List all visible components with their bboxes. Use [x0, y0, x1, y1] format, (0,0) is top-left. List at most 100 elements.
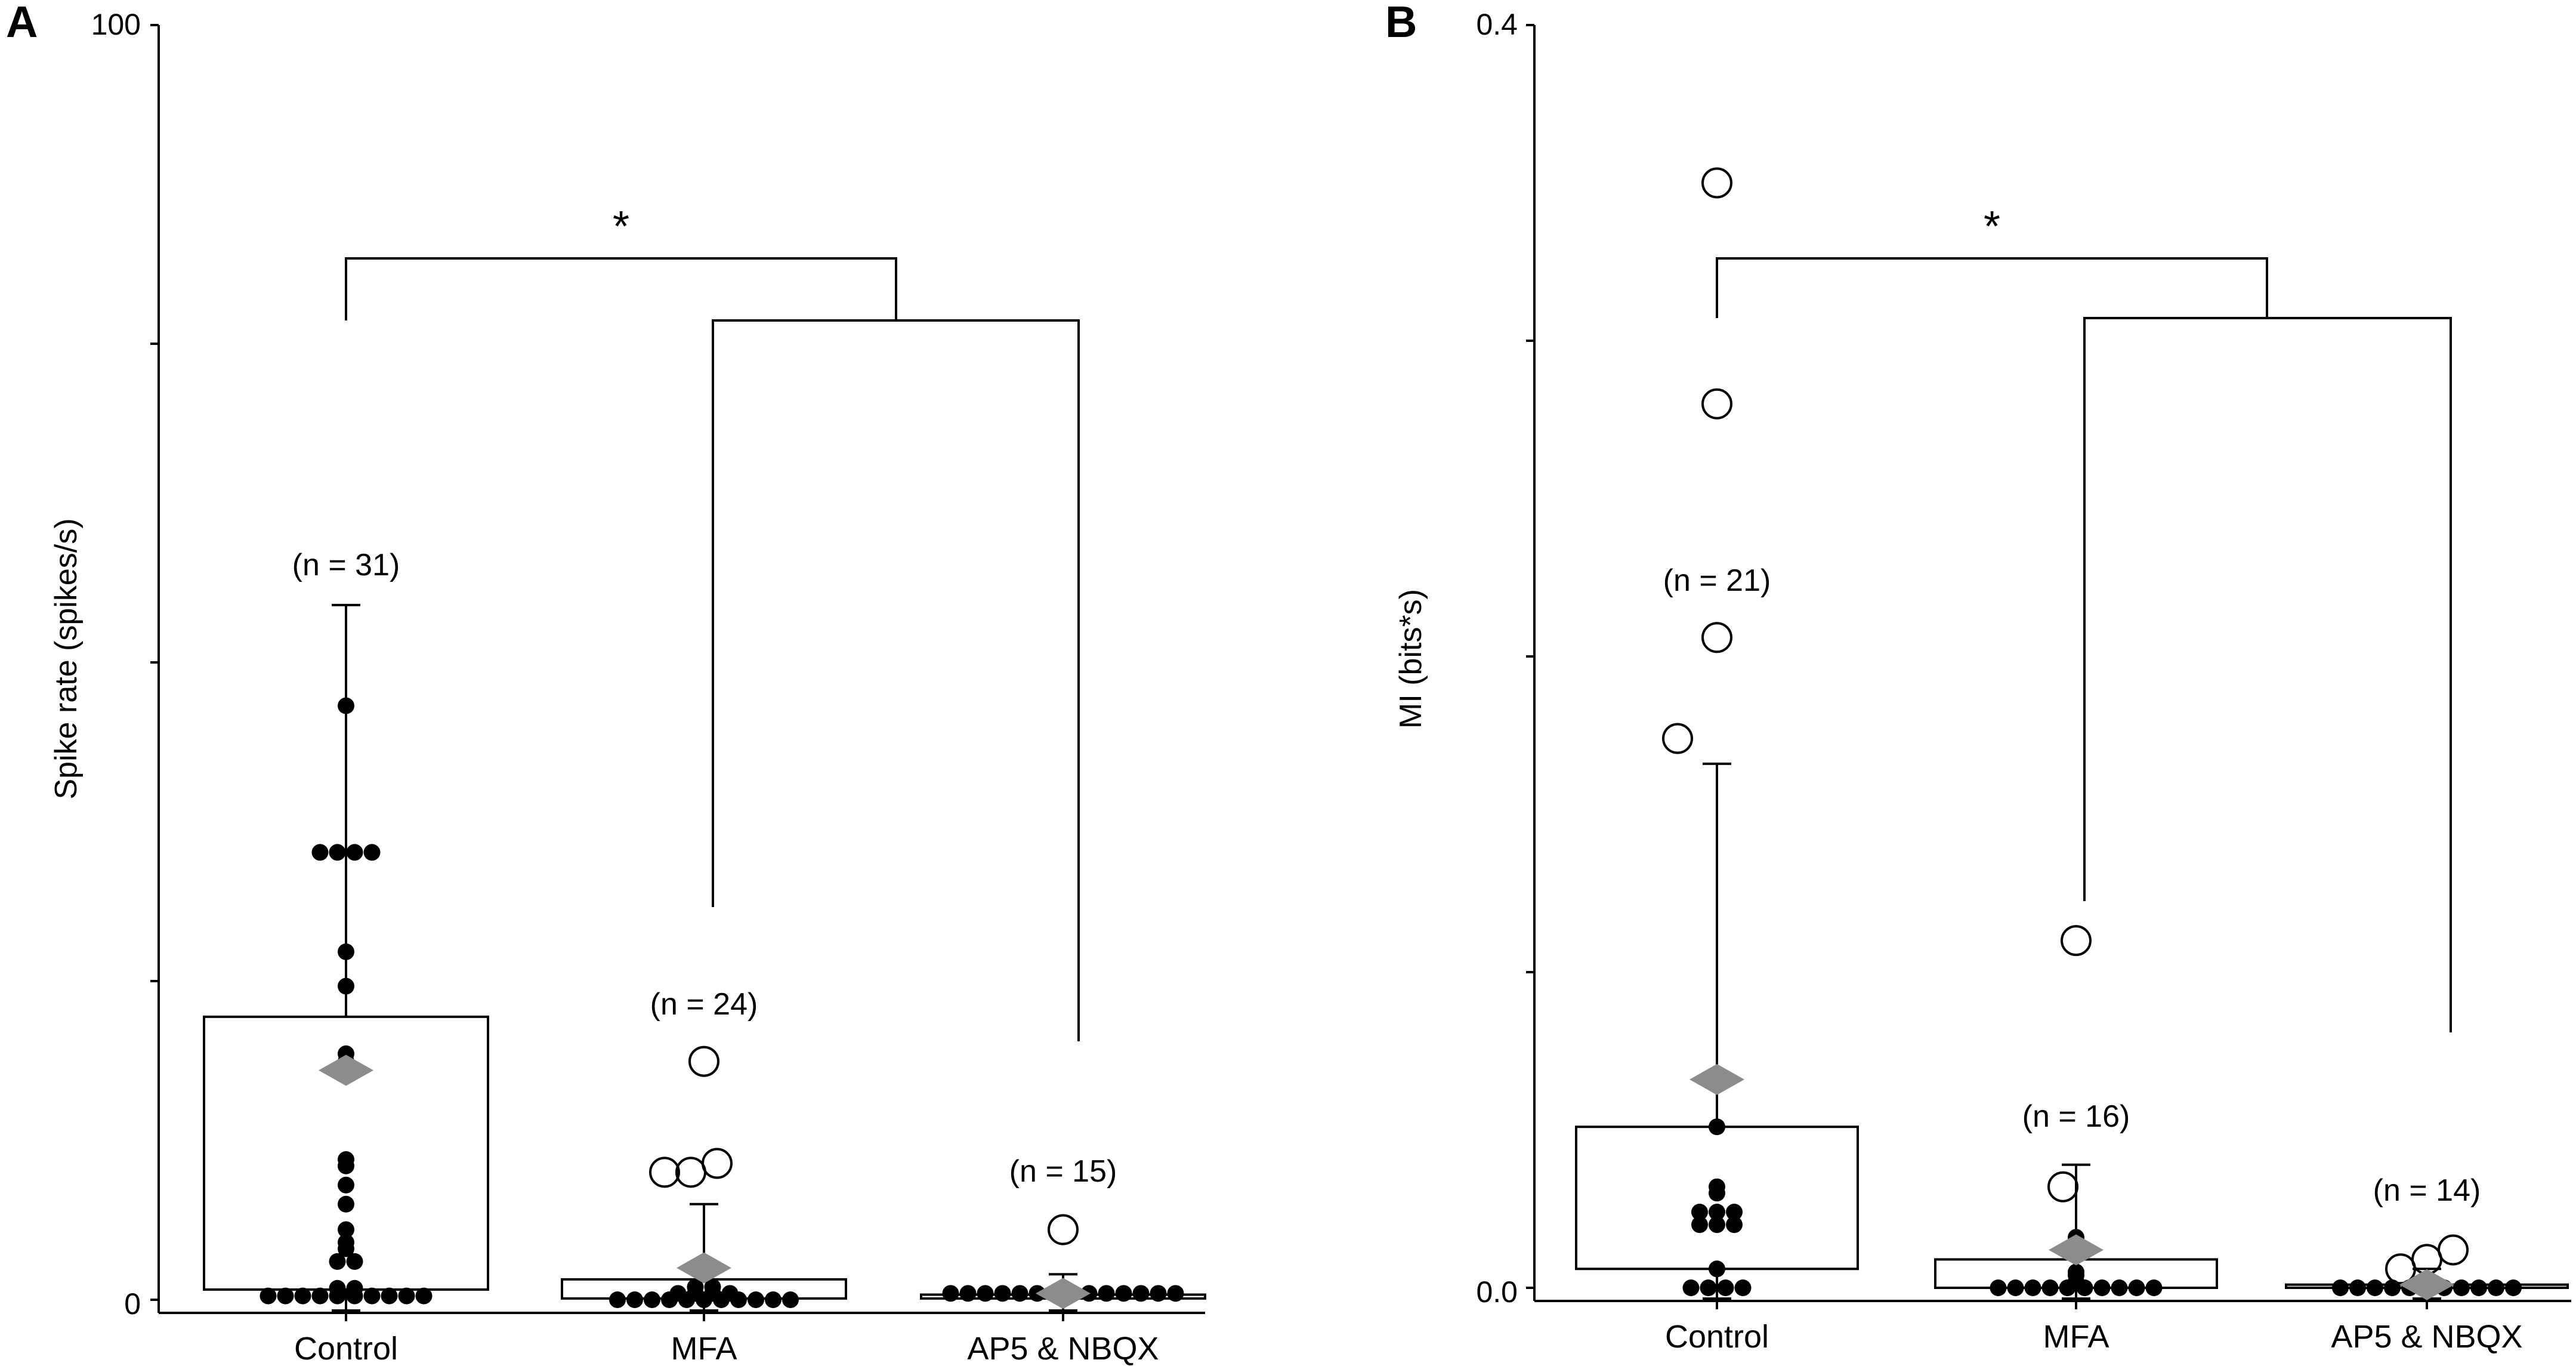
- data-point: [2041, 1279, 2059, 1296]
- y-tick-label-top: 100: [91, 8, 141, 41]
- data-point: [277, 1287, 294, 1305]
- outlier-point: [1048, 1214, 1079, 1245]
- panel-letter-b: B: [1385, 0, 1417, 47]
- data-point: [329, 1279, 346, 1297]
- data-point: [1098, 1285, 1115, 1302]
- data-point: [669, 1285, 687, 1302]
- significance-star: *: [613, 203, 629, 251]
- y-tick-label-bottom: 0.0: [1476, 1275, 1518, 1309]
- x-category-label: MFA: [2043, 1319, 2109, 1355]
- data-point: [338, 1176, 354, 1194]
- data-point: [346, 1279, 363, 1297]
- outlier-point: [702, 1148, 733, 1179]
- x-category-label: Control: [294, 1331, 398, 1366]
- data-point: [1709, 1118, 1725, 1136]
- data-point: [2024, 1279, 2041, 1296]
- n-label: (n = 15): [1009, 1154, 1117, 1189]
- data-point: [1734, 1279, 1752, 1296]
- data-point: [609, 1291, 626, 1308]
- data-point: [1726, 1204, 1743, 1221]
- data-point: [994, 1285, 1011, 1302]
- data-point: [2453, 1279, 2470, 1296]
- data-point: [1726, 1216, 1743, 1234]
- data-point: [959, 1285, 977, 1302]
- data-point: [1717, 1279, 1734, 1296]
- data-point: [2470, 1279, 2487, 1296]
- outlier-point: [649, 1157, 680, 1188]
- mean-marker: [2049, 1234, 2104, 1266]
- data-point: [721, 1285, 739, 1302]
- data-point: [2007, 1279, 2024, 1296]
- data-point: [346, 844, 363, 861]
- y-tick-label-top: 0.4: [1476, 8, 1518, 41]
- data-point: [329, 844, 346, 861]
- data-point: [765, 1291, 782, 1308]
- data-point: [1691, 1204, 1708, 1221]
- data-point: [338, 697, 354, 714]
- outlier-point: [2047, 1171, 2078, 1202]
- mean-marker: [1689, 1063, 1744, 1095]
- data-point: [2145, 1279, 2163, 1296]
- n-label: (n = 14): [2373, 1173, 2481, 1208]
- data-point: [346, 1253, 363, 1270]
- data-point: [338, 1151, 354, 1168]
- data-point: [748, 1291, 764, 1308]
- data-point: [398, 1287, 415, 1305]
- data-point: [1709, 1260, 1725, 1278]
- data-point: [977, 1285, 994, 1302]
- data-point: [311, 844, 329, 861]
- data-point: [1132, 1285, 1150, 1302]
- data-point: [1115, 1285, 1132, 1302]
- significance-bracket-pair: [712, 319, 1080, 1041]
- data-point: [626, 1291, 643, 1308]
- outlier-point: [1701, 388, 1732, 420]
- data-point: [338, 943, 354, 960]
- x-category-label: Control: [1665, 1319, 1769, 1355]
- mean-marker: [1036, 1278, 1091, 1309]
- y-axis-label-b: MI (bits*s): [1394, 589, 1428, 729]
- data-point: [415, 1287, 433, 1305]
- data-point: [2349, 1279, 2366, 1296]
- data-point: [2111, 1279, 2128, 1296]
- x-category-label: AP5 & NBQX: [967, 1331, 1159, 1366]
- n-label: (n = 31): [292, 548, 400, 582]
- data-point: [311, 1287, 329, 1305]
- outlier-point: [675, 1157, 706, 1188]
- significance-bracket: [1716, 257, 2268, 318]
- data-point: [644, 1291, 660, 1308]
- mean-marker: [2399, 1269, 2454, 1300]
- data-point: [1709, 1204, 1725, 1221]
- data-point: [1990, 1279, 2007, 1296]
- data-point: [1709, 1216, 1725, 1234]
- data-point: [363, 844, 381, 861]
- y-tick-label-bottom: 0: [124, 1287, 141, 1321]
- outlier-point: [1701, 167, 1732, 199]
- data-point: [2068, 1263, 2084, 1281]
- x-category-label: AP5 & NBQX: [2331, 1319, 2522, 1355]
- panel-letter-a: A: [6, 0, 38, 47]
- data-point: [338, 1195, 354, 1213]
- data-point: [1682, 1279, 1700, 1296]
- data-point: [338, 1221, 354, 1238]
- n-label: (n = 24): [650, 987, 758, 1022]
- data-point: [1011, 1285, 1028, 1302]
- data-point: [942, 1285, 959, 1302]
- data-point: [1150, 1285, 1167, 1302]
- data-point: [363, 1287, 381, 1305]
- data-point: [687, 1278, 704, 1296]
- data-point: [294, 1287, 311, 1305]
- data-point: [2367, 1279, 2383, 1296]
- outlier-point: [1701, 622, 1732, 653]
- significance-bracket-pair: [2083, 317, 2452, 1032]
- data-point: [2093, 1279, 2111, 1296]
- data-point: [381, 1287, 398, 1305]
- data-point: [2488, 1279, 2504, 1296]
- data-point: [2505, 1279, 2522, 1296]
- y-axis-label-a: Spike rate (spikes/s): [49, 518, 84, 799]
- outlier-point: [1662, 723, 1693, 754]
